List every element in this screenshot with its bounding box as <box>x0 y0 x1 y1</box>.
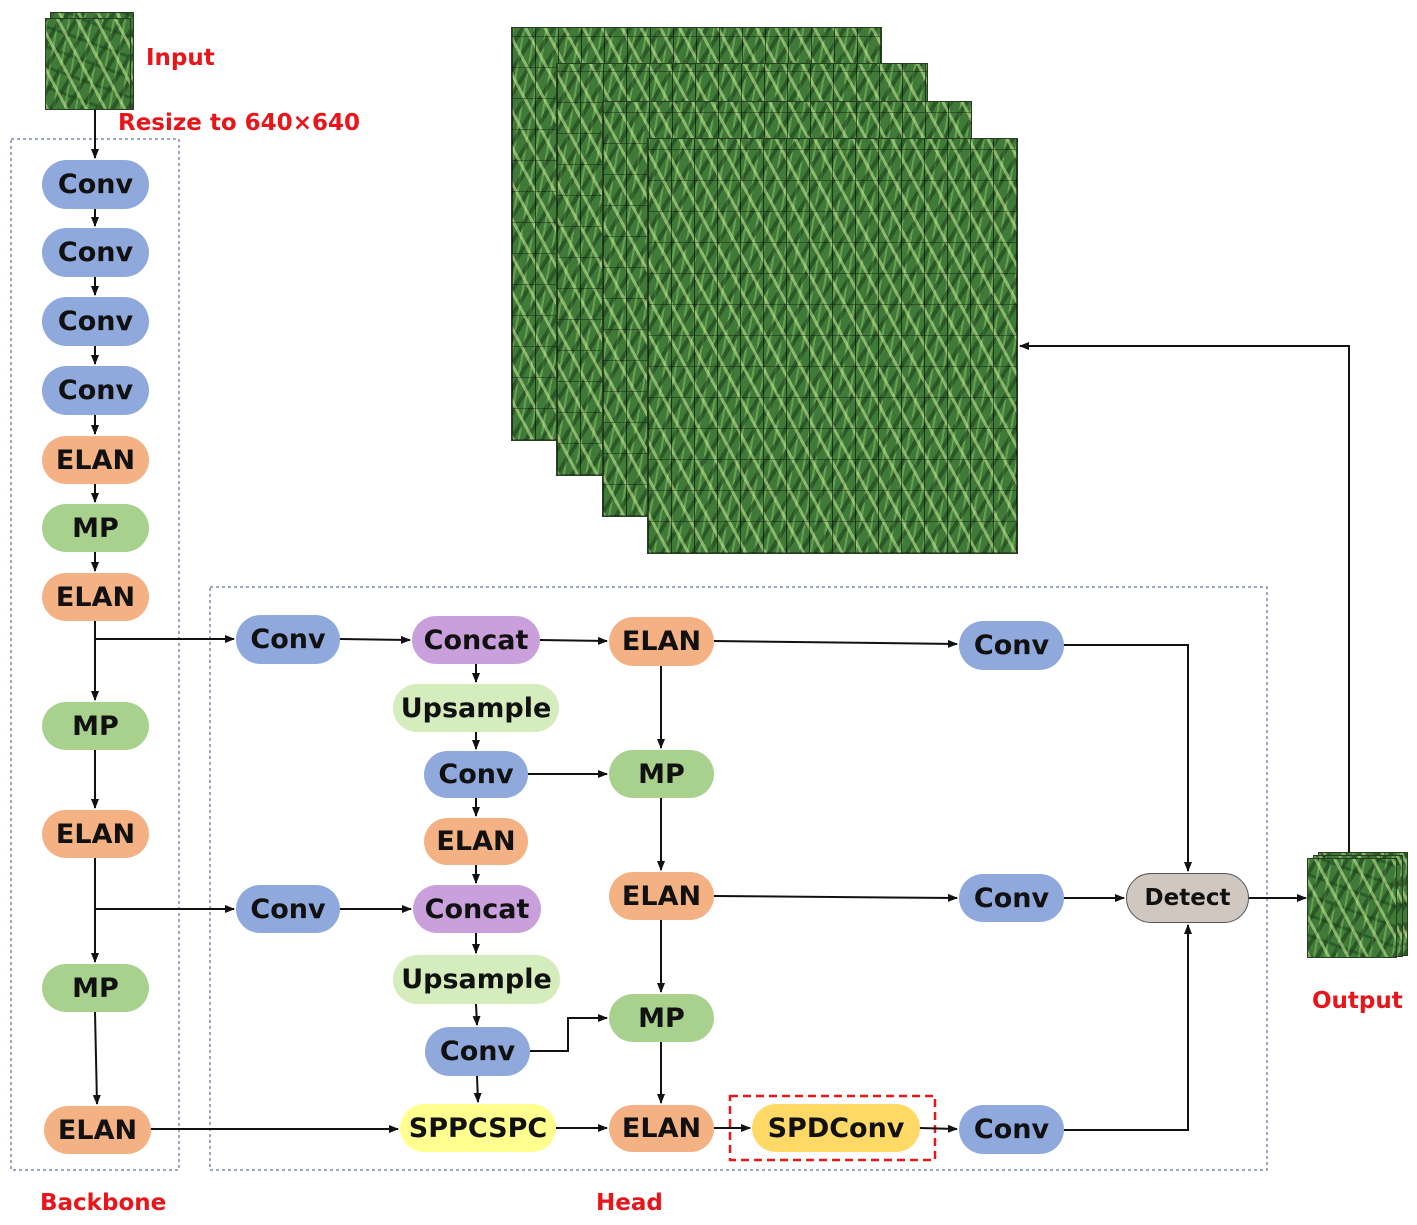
head-upsample-b: Upsample <box>393 955 560 1004</box>
head-concat-a: Concat <box>412 616 540 664</box>
arrow-bb-10 <box>92 1011 101 1105</box>
head-conv-d: Conv <box>425 1027 530 1076</box>
arrow-conv1-detect <box>1064 644 1192 872</box>
head-elan-3: ELAN <box>609 1105 714 1152</box>
head-conv-a: Conv <box>236 615 340 664</box>
arrow-convd-mp2 <box>530 1014 608 1052</box>
backbone-mp-1: MP <box>42 504 149 552</box>
head-conv-out-1: Conv <box>959 621 1064 670</box>
head-elan-1: ELAN <box>609 617 714 666</box>
input-label: Input <box>146 45 215 71</box>
arrow-concata-elan1 <box>539 636 608 645</box>
result-image-4 <box>647 138 1018 554</box>
arrow-convd-spp <box>473 1075 482 1103</box>
head-frame <box>209 586 1268 1171</box>
output-image <box>1307 858 1397 958</box>
backbone-mp-2: MP <box>42 702 149 750</box>
arrow-elan2-conv2 <box>713 893 958 902</box>
head-concat-b: Concat <box>413 885 541 933</box>
arrow-conv3-detect <box>1064 924 1192 1131</box>
input-image-front <box>45 18 131 110</box>
backbone-elan-1: ELAN <box>42 436 149 484</box>
backbone-elan-3: ELAN <box>42 810 149 858</box>
head-upsample-a: Upsample <box>393 684 559 732</box>
arrow-spdconv-conv3 <box>919 1124 958 1133</box>
head-sppcspc: SPPCSPC <box>400 1104 556 1152</box>
backbone-elan-2: ELAN <box>42 573 149 621</box>
resize-label: Resize to 640×640 <box>118 110 360 136</box>
backbone-conv-1: Conv <box>42 160 149 209</box>
head-mp-2: MP <box>609 994 714 1042</box>
head-elan-2: ELAN <box>609 872 714 920</box>
arrow-output-result <box>1019 342 1350 852</box>
head-mp-1: MP <box>609 750 714 798</box>
backbone-conv-4: Conv <box>42 366 149 415</box>
head-label: Head <box>596 1190 663 1216</box>
backbone-conv-2: Conv <box>42 228 149 277</box>
head-conv-b: Conv <box>424 751 528 798</box>
head-spdconv: SPDConv <box>752 1104 920 1152</box>
backbone-label: Backbone <box>40 1190 167 1216</box>
head-elan-mid: ELAN <box>424 818 528 865</box>
backbone-mp-3: MP <box>42 964 149 1012</box>
backbone-elan-4: ELAN <box>44 1106 151 1154</box>
arrow-conva-concata <box>339 635 411 644</box>
head-conv-c: Conv <box>236 885 340 933</box>
arrow-elan1-conv1 <box>713 639 958 648</box>
head-conv-out-2: Conv <box>959 874 1064 922</box>
arrow-upsb-convd <box>472 1003 481 1026</box>
output-label: Output <box>1312 988 1403 1014</box>
backbone-conv-3: Conv <box>42 297 149 346</box>
head-detect: Detect <box>1126 873 1249 923</box>
head-conv-out-3: Conv <box>959 1105 1064 1154</box>
